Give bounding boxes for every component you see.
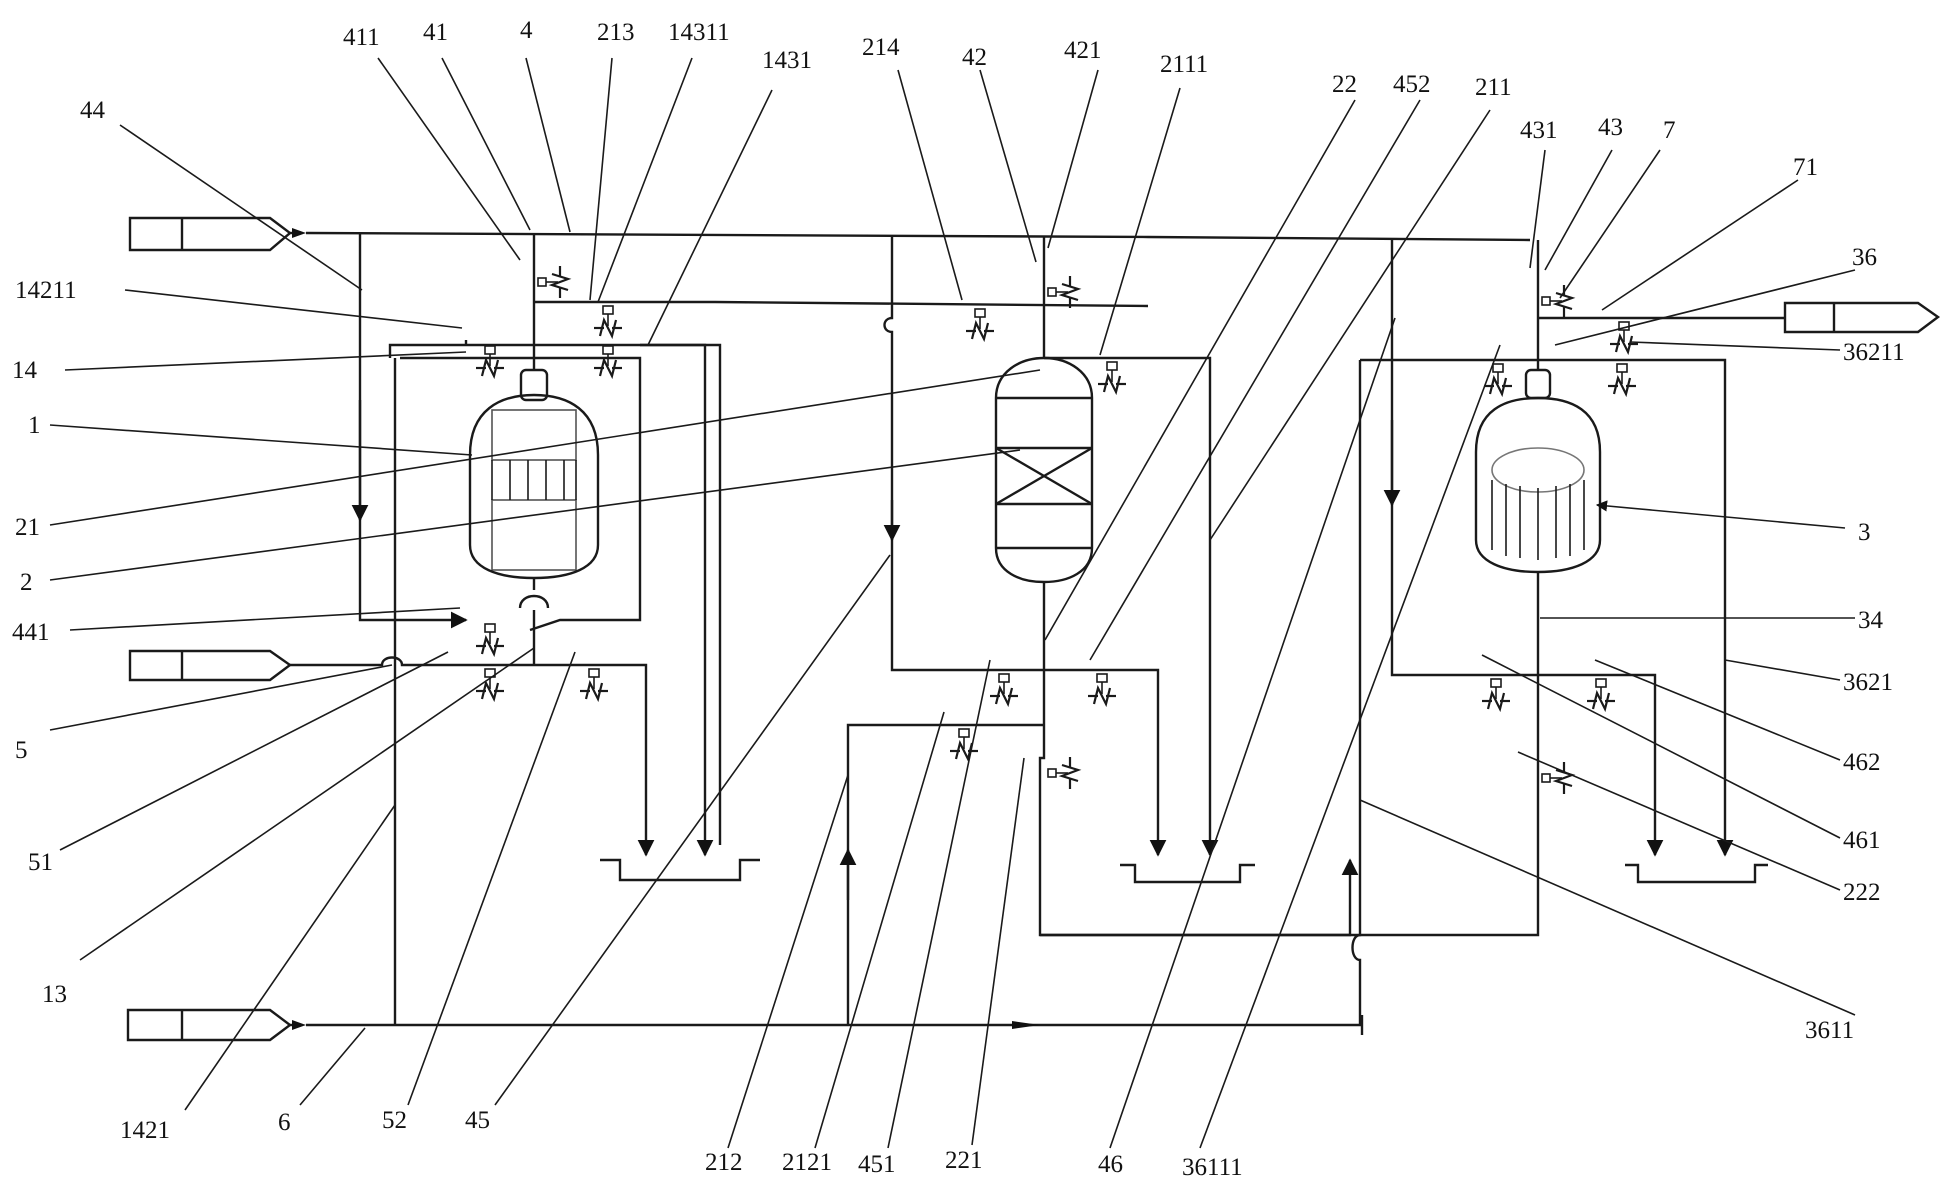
label-22: 22 — [1332, 71, 1357, 98]
label-441: 441 — [12, 619, 50, 646]
label-461: 461 — [1843, 827, 1881, 854]
reactor-3 — [1474, 356, 1602, 574]
label-45: 45 — [465, 1107, 490, 1134]
feed-tank-bottom — [126, 1008, 292, 1042]
label-36: 36 — [1852, 244, 1877, 271]
label-42: 42 — [962, 44, 987, 71]
label-213: 213 — [597, 19, 635, 46]
label-221: 221 — [945, 1147, 983, 1174]
label-7: 7 — [1663, 117, 1676, 144]
label-14: 14 — [12, 357, 38, 384]
label-2121: 2121 — [782, 1149, 832, 1176]
label-5: 5 — [15, 737, 28, 764]
label-4: 4 — [520, 17, 533, 44]
label-2: 2 — [20, 569, 33, 596]
label-71: 71 — [1793, 154, 1818, 181]
label-46: 46 — [1098, 1151, 1123, 1178]
label-1: 1 — [28, 412, 41, 439]
label-14211: 14211 — [15, 277, 77, 304]
label-1431: 1431 — [762, 47, 812, 74]
label-6: 6 — [278, 1109, 291, 1136]
reference-labels: 411 41 4 213 14311 1431 214 42 421 2111 … — [12, 17, 1905, 1181]
label-2111: 2111 — [1160, 51, 1208, 78]
column-2 — [994, 356, 1094, 584]
label-13: 13 — [42, 981, 67, 1008]
leader-lines — [49, 57, 1856, 1149]
label-36111: 36111 — [1182, 1154, 1243, 1181]
label-462: 462 — [1843, 749, 1881, 776]
label-212: 212 — [705, 1149, 743, 1176]
label-21: 21 — [15, 514, 40, 541]
label-1421: 1421 — [120, 1117, 170, 1144]
label-44: 44 — [80, 97, 106, 124]
label-452: 452 — [1393, 71, 1431, 98]
label-36211: 36211 — [1843, 339, 1905, 366]
reactor-1 — [468, 358, 600, 580]
piping — [290, 233, 1785, 1035]
label-14311: 14311 — [668, 19, 730, 46]
label-411: 411 — [343, 24, 380, 51]
label-451: 451 — [858, 1151, 896, 1178]
header-line-4 — [290, 228, 1531, 242]
label-214: 214 — [862, 34, 900, 61]
label-421: 421 — [1064, 37, 1102, 64]
label-211: 211 — [1475, 74, 1512, 101]
label-222: 222 — [1843, 879, 1881, 906]
output-tank-right — [1783, 301, 1941, 334]
label-34: 34 — [1858, 607, 1884, 634]
label-51: 51 — [28, 849, 53, 876]
label-43: 43 — [1598, 114, 1623, 141]
label-3611: 3611 — [1805, 1017, 1854, 1044]
label-431: 431 — [1520, 117, 1558, 144]
label-3: 3 — [1858, 519, 1871, 546]
feed-tank-middle — [128, 649, 293, 682]
label-52: 52 — [382, 1107, 407, 1134]
label-41: 41 — [423, 19, 448, 46]
label-3621: 3621 — [1843, 669, 1893, 696]
feed-tank-top — [128, 216, 292, 252]
